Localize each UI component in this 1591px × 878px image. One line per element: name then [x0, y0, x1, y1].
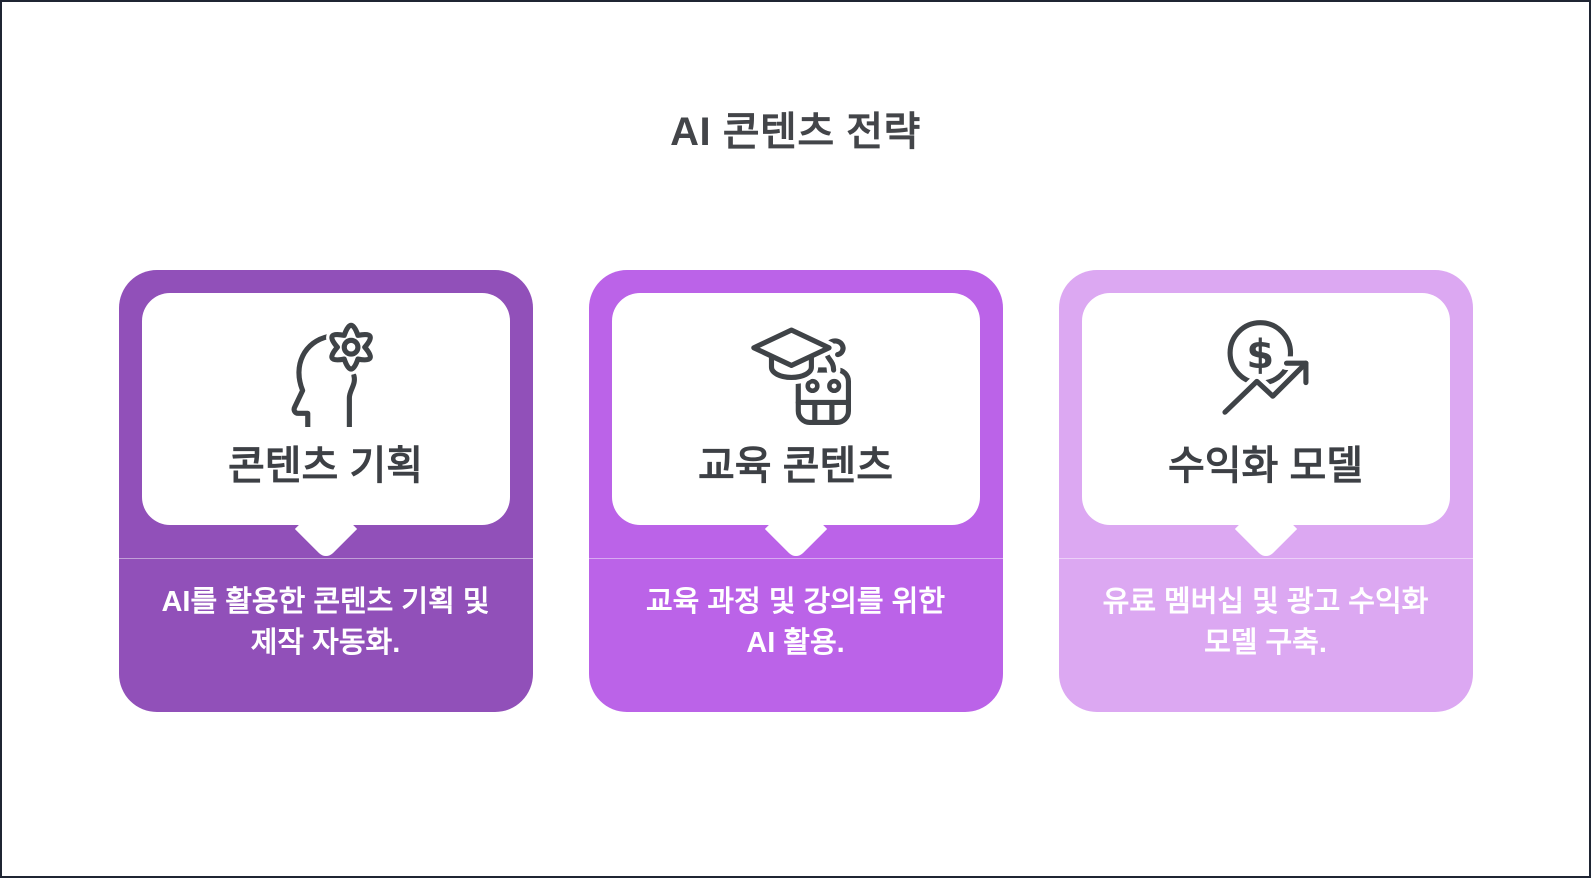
- card-description: AI를 활용한 콘텐츠 기획 및 제작 자동화.: [161, 586, 490, 659]
- card-monetization-model: $ 수익화 모델 유료 멤버십 및 광고 수익화 모델 구축.: [1058, 270, 1473, 712]
- dollar-growth-icon: $: [1217, 320, 1313, 420]
- card-title: 콘텐츠 기획: [227, 444, 424, 488]
- card-seam-divider: [588, 558, 1003, 559]
- card-content-planning: 콘텐츠 기획 AI를 활용한 콘텐츠 기획 및 제작 자동화.: [118, 270, 533, 712]
- card-bubble: 콘텐츠 기획: [141, 293, 510, 525]
- head-gear-icon: [291, 319, 376, 427]
- card-bubble: 교육 콘텐츠: [611, 293, 980, 525]
- card-description: 유료 멤버십 및 광고 수익화 모델 구축.: [1102, 586, 1429, 659]
- card-education-content: 교육 콘텐츠 교육 과정 및 강의를 위한 AI 활용.: [588, 270, 1003, 712]
- page-title: AI 콘텐츠 전략: [670, 110, 921, 154]
- card-title: 수익화 모델: [1167, 444, 1364, 488]
- graduation-robot-icon: [747, 323, 851, 426]
- card-seam-divider: [1058, 558, 1473, 559]
- svg-text:$: $: [1246, 332, 1274, 378]
- cards-row: 콘텐츠 기획 AI를 활용한 콘텐츠 기획 및 제작 자동화.: [2, 270, 1589, 712]
- card-title: 교육 콘텐츠: [697, 444, 894, 488]
- card-description: 교육 과정 및 강의를 위한 AI 활용.: [645, 586, 946, 659]
- card-seam-divider: [118, 558, 533, 559]
- card-bubble: $ 수익화 모델: [1081, 293, 1450, 525]
